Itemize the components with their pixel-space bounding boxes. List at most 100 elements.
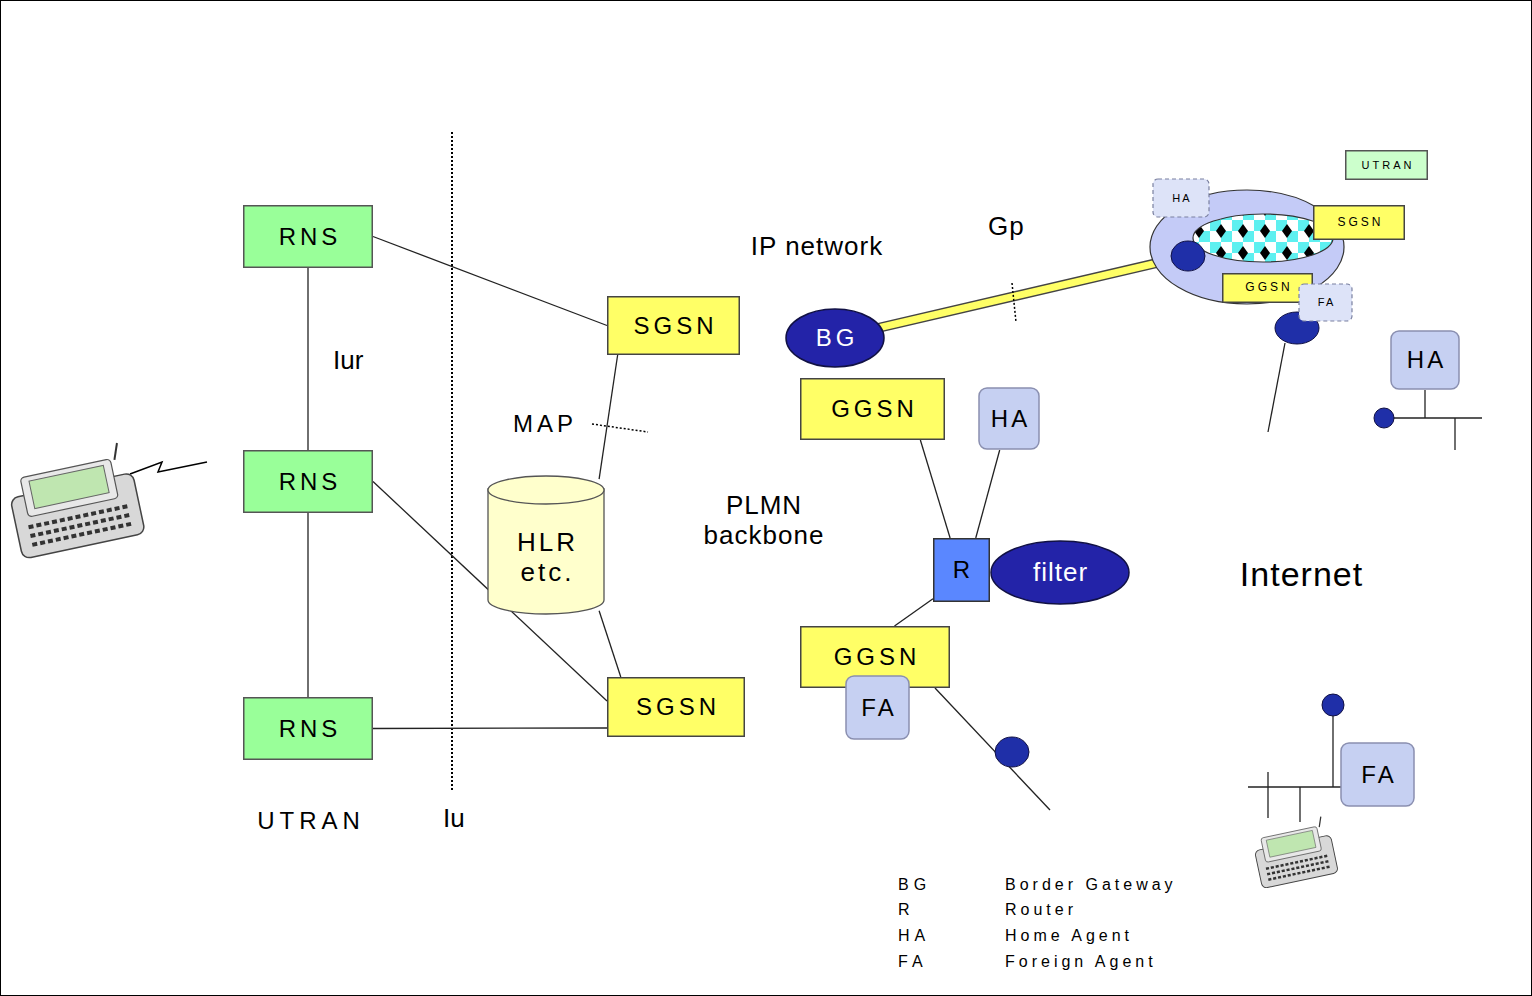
label-holder: Foreign Agent xyxy=(1005,953,1157,971)
node-label: UTRAN xyxy=(1359,159,1415,172)
gateway-dot xyxy=(1171,241,1205,271)
legend-text: HA xyxy=(898,927,930,945)
node-label: FA xyxy=(1316,296,1335,309)
connector xyxy=(373,237,607,326)
rns-box: RNS xyxy=(243,450,373,513)
utran-panel: UTRAN RNS RNS RNS xyxy=(218,111,399,841)
internet-cloud: Internet xyxy=(1097,388,1505,798)
iu-boundary xyxy=(451,132,453,790)
ip-network: IP networkPLMN backboneSGSNBGGGSNRGGSNFA… xyxy=(605,160,968,822)
label-holder: HA xyxy=(898,927,930,945)
gateway-dot xyxy=(1322,694,1344,716)
connector xyxy=(599,355,618,479)
node-label: Internet xyxy=(1239,555,1363,594)
label-holder: MAP xyxy=(513,410,577,438)
foreign-agent: FA xyxy=(845,675,910,740)
sgsn-box: SGSN xyxy=(1313,205,1405,240)
interface-label: MAP xyxy=(513,410,577,438)
gp-link-outline xyxy=(835,256,1187,338)
node-label: RNS xyxy=(275,223,342,251)
node-label: FA xyxy=(1358,761,1396,789)
legend-text: BG xyxy=(898,876,931,894)
lan-wire xyxy=(1332,716,1333,787)
label-holder: Router xyxy=(1005,901,1077,919)
label-holder: Home Agent xyxy=(1005,927,1133,945)
network-link xyxy=(1268,343,1285,432)
label-holder: BG xyxy=(898,876,931,894)
node-label: HA xyxy=(1404,346,1446,374)
sgsn-box: SGSN xyxy=(607,677,745,737)
lan-wire xyxy=(1424,390,1425,418)
remote-backbone xyxy=(1193,214,1333,262)
border-gateway: BG xyxy=(785,308,885,368)
label-holder: Border Gateway xyxy=(1005,876,1177,894)
label-holder: Gp xyxy=(988,212,1025,242)
node-label: filter xyxy=(1032,558,1088,588)
node-label: SGSN xyxy=(1334,216,1383,230)
legend-text: Router xyxy=(1005,901,1077,919)
lan-wire xyxy=(1299,787,1300,822)
label-holder: FA xyxy=(898,953,928,971)
foreign-agent: FA xyxy=(1298,283,1353,322)
mobile-terminal xyxy=(4,441,146,559)
node-label: PLMN backbone xyxy=(687,489,840,553)
rns-box: RNS xyxy=(243,697,373,760)
node-label: SGSN xyxy=(629,312,717,340)
utran-box: UTRAN xyxy=(1345,150,1428,180)
foreign-agent: FA xyxy=(1340,742,1415,807)
legend-text: R xyxy=(898,901,915,919)
node-label: GGSN xyxy=(1242,281,1292,295)
node-label: HA xyxy=(1170,192,1191,205)
gp-tick xyxy=(1012,283,1016,322)
filter: filter xyxy=(990,540,1130,605)
interface-label: Gp xyxy=(988,212,1025,242)
mobile-terminal xyxy=(1250,815,1338,888)
home-agent: HA xyxy=(1152,178,1210,218)
label-holder: Iu xyxy=(443,804,465,834)
connector xyxy=(920,440,950,538)
label-holder: Iur xyxy=(333,346,363,376)
network-link xyxy=(935,688,1050,810)
node-label: GGSN xyxy=(830,643,921,671)
node-label: RNS xyxy=(275,468,342,496)
lan-wire xyxy=(1454,418,1455,450)
lan-bus xyxy=(1380,417,1482,418)
legend-text: Border Gateway xyxy=(1005,876,1177,894)
interface-label: Iur xyxy=(333,346,363,376)
gateway-dot xyxy=(995,737,1029,767)
legend-text: FA xyxy=(898,953,928,971)
connector xyxy=(373,727,607,729)
connector xyxy=(976,450,1000,538)
map-leader xyxy=(592,424,648,432)
rns-box: RNS xyxy=(243,205,373,268)
node-label: RNS xyxy=(275,715,342,743)
node-label: R xyxy=(953,556,970,584)
connector xyxy=(307,268,308,450)
connector xyxy=(599,611,621,677)
node-label: GGSN xyxy=(827,395,918,423)
node-label: FA xyxy=(858,694,896,722)
node-label: BG xyxy=(812,324,859,352)
connector xyxy=(307,513,308,697)
label-holder: R xyxy=(898,901,915,919)
lan-wire xyxy=(1267,772,1268,818)
home-agent: HA xyxy=(978,387,1040,450)
gateway-dot xyxy=(1374,408,1394,428)
node-label: SGSN xyxy=(632,693,720,721)
ggsn-box: GGSN xyxy=(800,378,945,440)
node-label: IP network xyxy=(750,232,883,262)
legend-text: Home Agent xyxy=(1005,927,1133,945)
radio-link xyxy=(130,462,207,474)
node-label: UTRAN xyxy=(252,807,365,835)
connector xyxy=(895,599,934,626)
hlr-database: HLR etc. xyxy=(487,475,605,615)
connector xyxy=(373,482,607,702)
legend-text: Foreign Agent xyxy=(1005,953,1157,971)
router-box: R xyxy=(933,538,990,602)
interface-label: Iu xyxy=(443,804,465,834)
node-label: HLR etc. xyxy=(495,528,598,588)
gp-link xyxy=(835,256,1187,338)
sgsn-box: SGSN xyxy=(607,296,740,355)
node-label: HA xyxy=(988,405,1030,433)
home-agent: HA xyxy=(1390,330,1460,390)
